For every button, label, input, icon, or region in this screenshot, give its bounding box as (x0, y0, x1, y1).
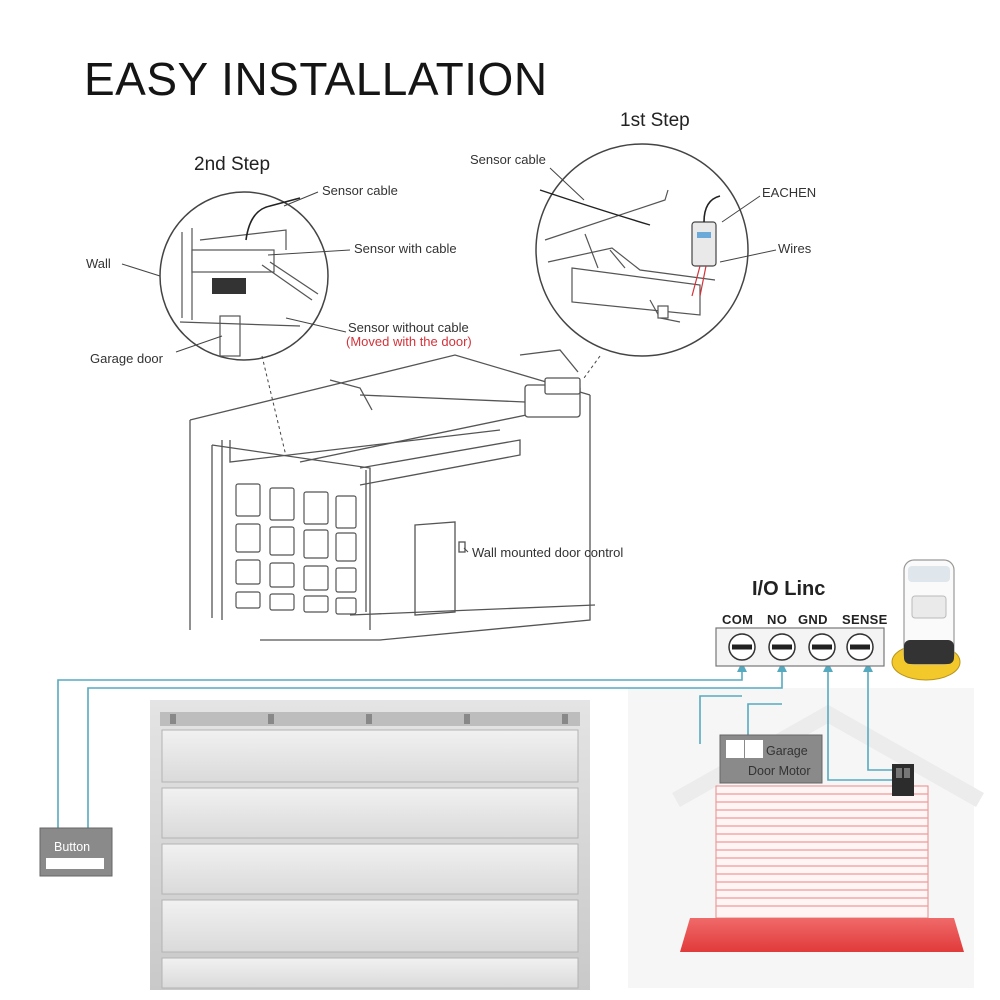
motor-label-line1: Garage (766, 744, 808, 758)
first-step-detail (535, 143, 749, 357)
wire-arrows (737, 662, 873, 672)
door-motor-box (719, 734, 823, 784)
second-step-detail (159, 191, 329, 361)
door-sensor (892, 764, 914, 796)
io-linc-title: I/O Linc (752, 578, 826, 600)
first-step-label: 1st Step (620, 110, 690, 131)
garage-line-drawing (189, 349, 596, 641)
terminal-gnd: GND (798, 612, 828, 627)
leader-lines (121, 167, 777, 553)
button-box (39, 827, 113, 877)
terminal-com: COM (722, 612, 754, 627)
callout-moved-with-door: (Moved with the door) (346, 334, 472, 349)
button-label: Button (54, 840, 91, 854)
eachen-module (891, 559, 961, 681)
terminal-sense: SENSE (842, 612, 888, 627)
callout-sensor-with-cable: Sensor with cable (354, 241, 457, 256)
callout-sensor-without-cable: Sensor without cable (348, 320, 469, 335)
callout-eachen: EACHEN (762, 185, 817, 200)
roller-door (680, 785, 964, 952)
callout-wall: Wall (86, 256, 111, 271)
callout-garage-door: Garage door (90, 351, 163, 366)
garage-door-photo (150, 700, 590, 990)
page-title: EASY INSTALLATION (84, 53, 548, 105)
io-linc-terminal-block (715, 627, 885, 667)
callout-wall-control: Wall mounted door control (472, 545, 624, 560)
terminal-no: NO (767, 612, 788, 627)
callout-wires: Wires (778, 241, 812, 256)
callout-sensor-cable-right: Sensor cable (470, 152, 546, 167)
motor-label-line2: Door Motor (748, 764, 811, 778)
wiring (57, 668, 892, 828)
second-step-label: 2nd Step (194, 154, 271, 175)
callout-sensor-cable-left: Sensor cable (322, 183, 398, 198)
